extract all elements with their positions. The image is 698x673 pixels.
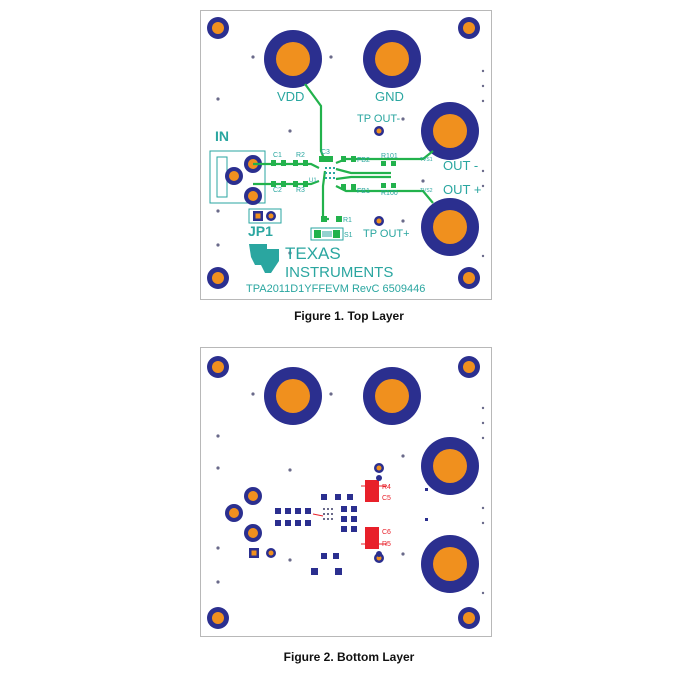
s1-switch (310, 227, 344, 241)
logo-instruments: INSTRUMENTS (285, 264, 393, 281)
c1-label: C1 (273, 152, 282, 159)
r4-label: R4 (382, 484, 391, 491)
in-connector-pads (225, 155, 262, 205)
bottom-layer-drawing: R4 C5 C6 R5 (207, 356, 485, 629)
smd-pads-bottom (275, 488, 428, 575)
figure-2-caption: Figure 2. Bottom Layer (283, 650, 415, 664)
board-id-label: TPA2011D1YFFEVM RevC 6509446 (246, 283, 425, 295)
c3-label: C3 (321, 149, 330, 156)
tp-out-minus-label: TP OUT- (357, 113, 401, 125)
s1-label: S1 (344, 232, 353, 239)
tvs1-label: TVS1 (420, 157, 433, 163)
gnd-label: GND (375, 89, 404, 104)
bottom-components (312, 475, 387, 557)
test-points (374, 126, 384, 226)
power-terminals (264, 30, 479, 256)
in-connector-pads (225, 487, 276, 558)
smd-pads (271, 156, 396, 222)
r3-label: R3 (296, 187, 305, 194)
u1-bga (325, 167, 335, 179)
r100-label: R100 (381, 190, 398, 197)
vdd-label: VDD (277, 89, 304, 104)
ti-logo-mark (249, 244, 279, 273)
mounting-holes (207, 17, 480, 289)
vias (216, 55, 485, 258)
r101-label: R101 (381, 153, 398, 160)
top-layer-drawing: VDD GND IN JP1 TP OUT- TP OUT+ OUT - OUT… (207, 17, 485, 295)
jp1-label: JP1 (248, 223, 273, 239)
u1-label: U1 (309, 178, 317, 184)
r2-label: R2 (296, 152, 305, 159)
c2-label: C2 (273, 187, 282, 194)
fb1-label: FB1 (357, 188, 370, 195)
r1-label: R1 (343, 217, 352, 224)
c5-label: C5 (382, 495, 391, 502)
fb2-label: FB2 (357, 157, 370, 164)
power-terminals (264, 367, 479, 593)
r5-label: R5 (382, 541, 391, 548)
top-layer-board: VDD GND IN JP1 TP OUT- TP OUT+ OUT - OUT… (200, 10, 492, 300)
bottom-layer-board: R4 C5 C6 R5 (200, 347, 492, 637)
tvs2-label: TVS2 (420, 188, 433, 194)
jp1-jumper (248, 208, 282, 224)
c6-label: C6 (382, 529, 391, 536)
vias (216, 392, 485, 595)
figure-1-caption: Figure 1. Top Layer (294, 309, 404, 323)
mounting-holes (207, 356, 480, 629)
out-minus-label: OUT - (443, 158, 478, 173)
logo-texas: TEXAS (285, 244, 341, 263)
out-plus-label: OUT + (443, 182, 481, 197)
tp-out-plus-label: TP OUT+ (363, 228, 410, 240)
u1-footprint (323, 508, 333, 520)
in-label: IN (215, 128, 229, 144)
